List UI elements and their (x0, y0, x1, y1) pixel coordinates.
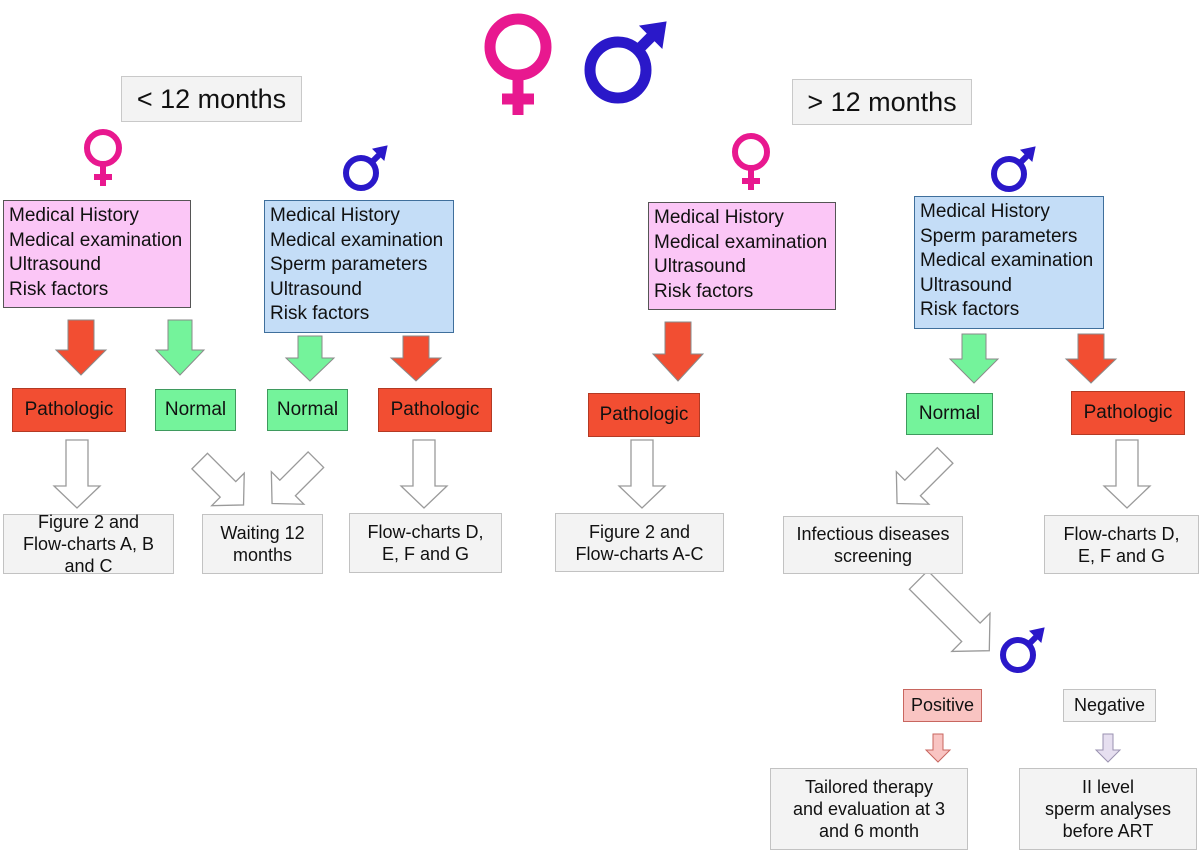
hollow-arrow (399, 439, 449, 509)
pathologic-arrow (389, 335, 443, 382)
pathologic-arrow (1064, 333, 1118, 384)
result-box: Tailored therapy and evaluation at 3 and… (770, 768, 968, 850)
positive-box: Positive (903, 689, 982, 722)
male-symbol-icon (590, 22, 666, 98)
period-label-over-12: > 12 months (792, 79, 972, 125)
normal-box: Normal (906, 393, 993, 435)
female-assessment-box: Medical History Medical examination Ultr… (648, 202, 836, 310)
hollow-arrow (52, 439, 102, 509)
result-box: II level sperm analyses before ART (1019, 768, 1197, 850)
hollow-arrow (908, 569, 991, 653)
female-symbol-icon (87, 132, 119, 186)
positive-arrow (924, 733, 952, 763)
hollow-arrow (895, 446, 954, 505)
result-box: Flow-charts D, E, F and G (1044, 515, 1199, 574)
female-assessment-box: Medical History Medical examination Ultr… (3, 200, 191, 308)
male-symbol-icon (346, 146, 387, 188)
pathologic-box: Pathologic (588, 393, 700, 437)
female-symbol-icon (490, 19, 546, 115)
male-assessment-box: Medical History Medical examination Sper… (264, 200, 454, 333)
negative-box: Negative (1063, 689, 1156, 722)
result-box: Infectious diseases screening (783, 516, 963, 574)
normal-arrow (948, 333, 1000, 384)
result-box: Figure 2 and Flow-charts A, B and C (3, 512, 174, 576)
pathologic-arrow (54, 319, 108, 376)
male-symbol-icon (1003, 628, 1044, 670)
pathologic-box: Pathologic (12, 388, 126, 432)
hollow-arrow (617, 439, 667, 509)
negative-arrow (1094, 733, 1122, 763)
male-assessment-box: Medical History Sperm parameters Medical… (914, 196, 1104, 329)
normal-box: Normal (155, 389, 236, 431)
period-label-under-12: < 12 months (121, 76, 302, 122)
result-box: Figure 2 and Flow-charts A-C (555, 513, 724, 572)
female-symbol-icon (735, 136, 767, 190)
hollow-arrow (270, 450, 325, 505)
result-box: Flow-charts D, E, F and G (349, 513, 502, 573)
result-box: Waiting 12 months (202, 514, 323, 574)
pathologic-box: Pathologic (1071, 391, 1185, 435)
normal-arrow (154, 319, 206, 376)
normal-arrow (284, 335, 336, 382)
pathologic-box: Pathologic (378, 388, 492, 432)
normal-box: Normal (267, 389, 348, 431)
hollow-arrow (1102, 439, 1152, 509)
hollow-arrow (190, 452, 245, 507)
pathologic-arrow (651, 321, 705, 382)
male-symbol-icon (994, 147, 1035, 189)
